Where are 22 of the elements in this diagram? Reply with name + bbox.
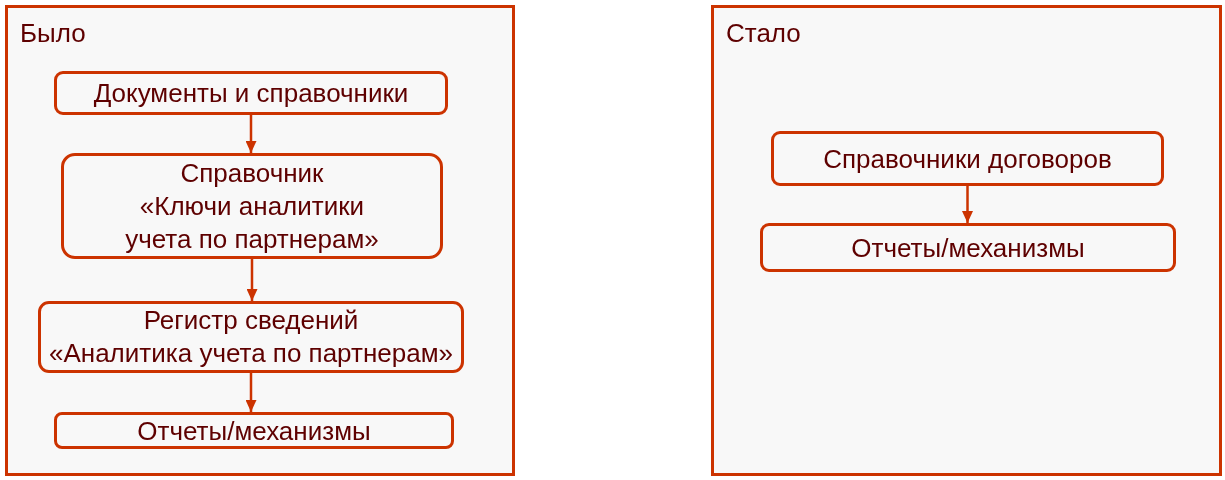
- panel-title: Было: [20, 18, 86, 48]
- arrow: [245, 373, 257, 412]
- process-box: [61, 153, 443, 259]
- process-box: [54, 71, 448, 115]
- process-box: [771, 131, 1164, 186]
- panel-frame: [711, 5, 1222, 476]
- panel-frame: [5, 5, 515, 476]
- box-label: Справочник: [180, 156, 324, 190]
- process-box: [760, 223, 1176, 272]
- box-label: Справочники договоров: [823, 142, 1112, 176]
- arrow: [245, 115, 257, 153]
- box-label: Регистр сведений: [143, 304, 359, 337]
- arrow: [246, 259, 258, 301]
- panel-title: Стало: [726, 18, 801, 48]
- box-label: «Ключи аналитики учета по партнерам»: [124, 189, 380, 256]
- arrow: [962, 186, 973, 223]
- box-label: Документы и справочники: [93, 77, 409, 110]
- process-box: [54, 412, 454, 449]
- process-box: [38, 301, 464, 373]
- box-label: «Аналитика учета по партнерам»: [49, 337, 453, 370]
- box-label: Отчеты/механизмы: [851, 231, 1085, 265]
- box-label: Отчеты/механизмы: [137, 414, 371, 448]
